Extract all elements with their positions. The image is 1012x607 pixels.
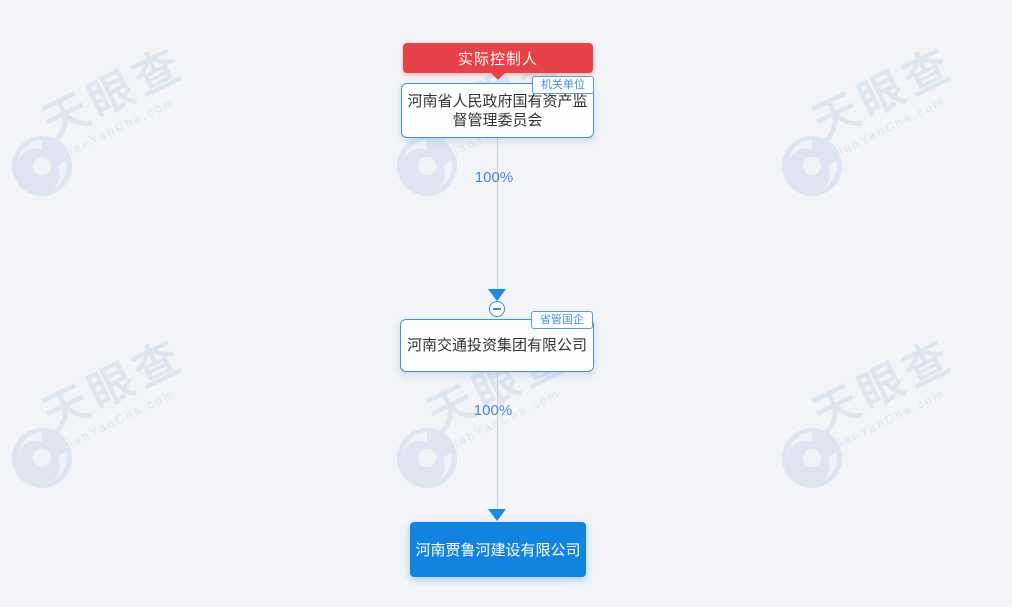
- watermark: 天眼查 TianYanCha.com: [780, 39, 990, 198]
- tianyancha-logo-icon: [12, 428, 72, 488]
- watermark-text: 天眼查 TianYanCha.com: [805, 330, 969, 454]
- watermark-domain: TianYanCha.com: [57, 386, 178, 454]
- watermark-brand: 天眼查: [35, 330, 193, 441]
- connector-line: [497, 138, 498, 289]
- watermark-brand: 天眼查: [805, 38, 963, 149]
- arrow-down-icon: [488, 509, 506, 521]
- watermark-brand: 天眼查: [805, 330, 963, 441]
- node-tag-agency: 机关单位: [532, 76, 594, 94]
- arrow-down-icon: [488, 289, 506, 301]
- node-tag-soe: 省管国企: [531, 311, 593, 329]
- equity-percent-label: 100%: [473, 402, 513, 419]
- watermark-domain: TianYanCha.com: [827, 386, 948, 454]
- equity-percent-label: 100%: [474, 169, 514, 186]
- tianyancha-logo-icon: [397, 136, 457, 196]
- watermark: 天眼查 TianYanCha.com: [10, 39, 220, 198]
- tianyancha-logo-icon: [397, 428, 457, 488]
- watermark: 天眼查 TianYanCha.com: [10, 331, 220, 490]
- collapse-minus-icon[interactable]: [489, 301, 505, 317]
- watermark-brand: 天眼查: [35, 38, 193, 149]
- watermark-text: 天眼查 TianYanCha.com: [805, 38, 969, 162]
- watermark: 天眼查 TianYanCha.com: [780, 331, 990, 490]
- watermark-domain: TianYanCha.com: [827, 94, 948, 162]
- tianyancha-logo-icon: [12, 136, 72, 196]
- watermark-text: 天眼查 TianYanCha.com: [35, 38, 199, 162]
- watermark-text: 天眼查 TianYanCha.com: [35, 330, 199, 454]
- connector-line: [497, 372, 498, 509]
- company-node-target[interactable]: 河南贾鲁河建设有限公司: [410, 522, 586, 577]
- watermark-domain: TianYanCha.com: [57, 94, 178, 162]
- actual-controller-badge: 实际控制人: [403, 43, 593, 73]
- tianyancha-logo-icon: [782, 428, 842, 488]
- tianyancha-logo-icon: [782, 136, 842, 196]
